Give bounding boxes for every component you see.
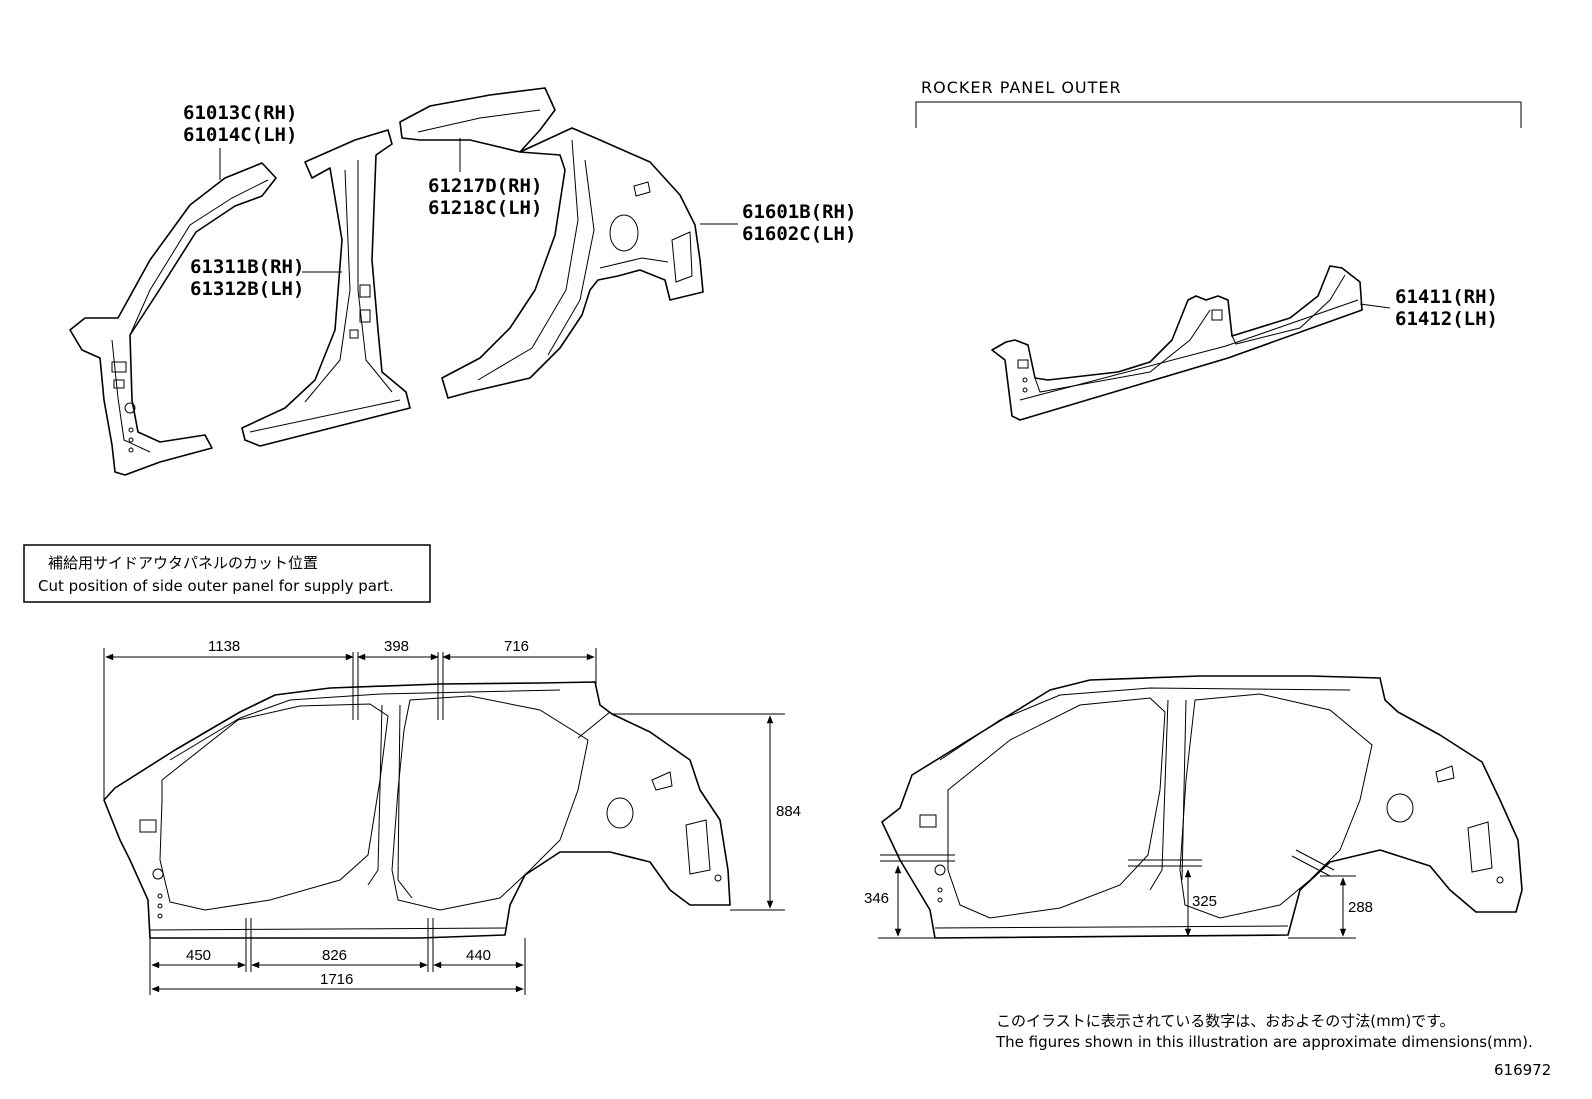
part-number-lh: 61014C(LH): [183, 124, 297, 146]
dim-440: 440: [466, 947, 491, 964]
dim-450: 450: [186, 947, 211, 964]
rocker-bracket: [915, 101, 1522, 128]
dim-1138: 1138: [208, 638, 240, 655]
rocker-panel-part: [991, 265, 1363, 421]
front-pillar-part: [69, 162, 277, 476]
dim-826: 826: [322, 947, 347, 964]
dim-346: 346: [864, 890, 889, 907]
cut-position-box: 補給用サイドアウタパネルのカット位置 Cut position of side …: [23, 544, 431, 603]
part-number-lh: 61412(LH): [1395, 308, 1498, 330]
quarter-panel-part: [399, 87, 704, 399]
part-label-61411: 61411(RH) 61412(LH): [1359, 286, 1498, 330]
part-number-rh: 61411(RH): [1395, 286, 1498, 308]
dim-716: 716: [504, 638, 529, 655]
footnote-en: The figures shown in this illustration a…: [995, 1033, 1533, 1051]
rocker-panel-header: ROCKER PANEL OUTER: [921, 78, 1122, 97]
part-number-lh: 61218C(LH): [428, 197, 542, 219]
side-panel-left-view: [103, 652, 731, 972]
cut-position-en: Cut position of side outer panel for sup…: [38, 577, 394, 595]
illustration-number: 616972: [1494, 1061, 1551, 1079]
part-label-61311: 61311B(RH) 61312B(LH): [190, 256, 342, 300]
part-number-lh: 61602C(LH): [742, 223, 856, 245]
cut-position-jp: 補給用サイドアウタパネルのカット位置: [48, 554, 318, 572]
footnote-jp: このイラストに表示されている数字は、おおよその寸法(mm)です。: [996, 1012, 1455, 1030]
dimension-lines-right: [878, 865, 1356, 939]
center-pillar-part: [241, 129, 411, 447]
part-label-61217: 61217D(RH) 61218C(LH): [428, 138, 542, 219]
part-label-61601: 61601B(RH) 61602C(LH): [700, 201, 856, 245]
part-number-lh: 61312B(LH): [190, 278, 304, 300]
part-label-61013: 61013C(RH) 61014C(LH): [183, 102, 297, 180]
dim-288: 288: [1348, 899, 1373, 916]
part-number-rh: 61013C(RH): [183, 102, 297, 124]
side-panel-right-view: [880, 675, 1523, 939]
rocker-panel-section: ROCKER PANEL OUTER 61411(RH) 61412(LH): [915, 78, 1522, 421]
dim-884: 884: [776, 803, 801, 820]
part-number-rh: 61311B(RH): [190, 256, 304, 278]
part-number-rh: 61217D(RH): [428, 175, 542, 197]
part-number-rh: 61601B(RH): [742, 201, 856, 223]
footnote: このイラストに表示されている数字は、おおよその寸法(mm)です。 The fig…: [995, 1012, 1551, 1079]
dimension-lines-left: [103, 648, 785, 995]
dim-1716: 1716: [320, 971, 353, 988]
dim-398: 398: [384, 638, 409, 655]
dim-325: 325: [1192, 893, 1217, 910]
